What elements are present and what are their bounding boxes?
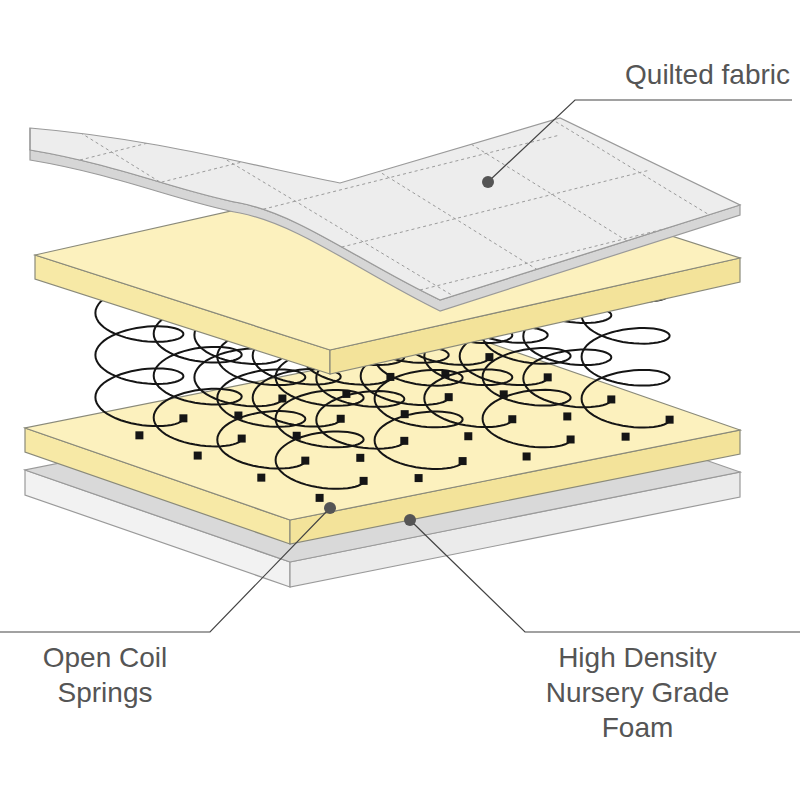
spring-clip [257,474,265,482]
spring-clip [194,452,202,460]
spring-clip [400,437,408,445]
spring-clip [464,432,472,440]
spring-clip [337,415,345,423]
spring-clip [666,416,674,424]
spring-clip [459,457,467,465]
part-label: High Density Nursery Grade Foam [540,640,735,745]
spring-clip [508,415,516,423]
spring-clip [445,393,453,401]
spring-clip [278,395,286,403]
spring-clip [607,395,615,403]
spring-clip [356,454,364,462]
part-label: Open Coil Springs [10,640,200,710]
spring-clip [135,431,143,439]
spring-clip [622,433,630,441]
spring-clip [523,452,531,460]
leader-lines [0,100,800,632]
spring-clip [316,494,324,502]
leader-dots [324,176,494,526]
spring-clip [238,435,246,443]
base-layers [25,338,740,587]
quilted-fabric-sheet [30,80,800,311]
spring-clip [179,414,187,422]
spring-clip [301,457,309,465]
spring-clip [415,474,423,482]
spring-clip [567,435,575,443]
spring-clip [563,412,571,420]
spring-clip [485,353,493,361]
spring-clip [360,477,368,485]
part-label: Quilted fabric [560,57,790,92]
spring-clip [544,373,552,381]
